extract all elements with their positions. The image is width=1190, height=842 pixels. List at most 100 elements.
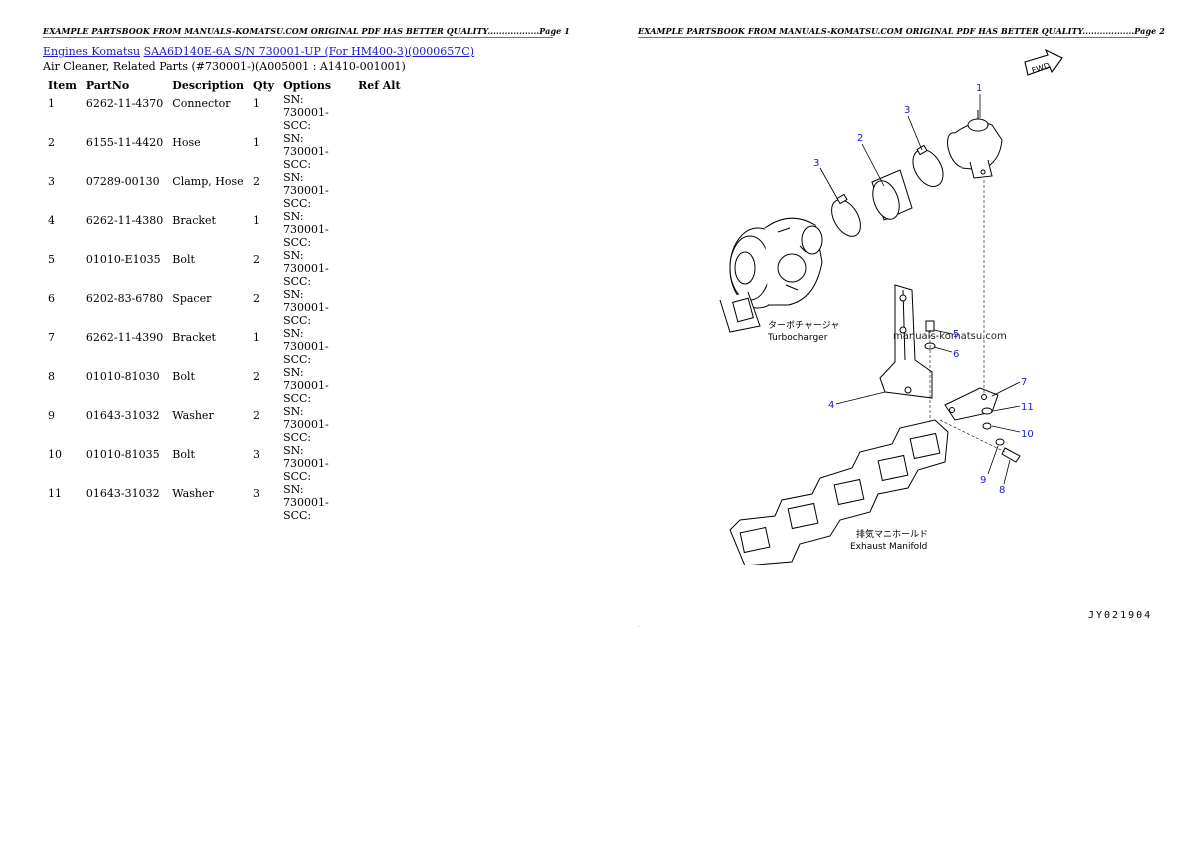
exhaust-manifold-drawing <box>729 419 949 565</box>
cell-qty: 1 <box>253 331 260 344</box>
page1-header: EXAMPLE PARTSBOOK FROM MANUALS-KOMATSU.C… <box>43 26 570 38</box>
cell-options: SN: 730001-SCC: <box>283 132 329 171</box>
cell-refalt <box>353 93 405 132</box>
col-options: Options <box>283 78 332 92</box>
cell-partno: 6262-11-4380 <box>85 214 164 227</box>
cell-item: 3 <box>48 175 55 188</box>
page2-header: EXAMPLE PARTSBOOK FROM MANUALS-KOMATSU.C… <box>638 26 1165 38</box>
cell-refalt <box>353 405 405 444</box>
cell-options: SN: 730001-SCC: <box>283 288 329 327</box>
callout-4: 4 <box>828 400 834 411</box>
cell-partno: 07289-00130 <box>85 175 160 188</box>
exhaust-label-jp: 排気マニホールド <box>856 528 928 540</box>
leader-lines <box>819 94 1021 485</box>
callout-9: 9 <box>980 475 986 486</box>
watermark: manuals-komatsu.com <box>893 331 1007 342</box>
callout-8: 8 <box>999 485 1005 496</box>
callout-5: 5 <box>953 329 959 340</box>
cell-item: 5 <box>48 253 55 266</box>
drawing-code: JY021904 <box>1088 610 1153 621</box>
cell-qty: 1 <box>253 214 260 227</box>
cell-qty: 1 <box>253 136 260 149</box>
cell-partno: 6262-11-4370 <box>85 97 164 110</box>
cell-refalt <box>353 327 405 366</box>
callout-3b: 3 <box>813 158 819 169</box>
page-subtitle: Air Cleaner, Related Parts (#730001-)(A0… <box>43 60 406 73</box>
callout-2: 2 <box>857 133 863 144</box>
clamp-hose-drawing <box>831 144 944 237</box>
cell-refalt <box>353 366 405 405</box>
cell-item: 8 <box>48 370 55 383</box>
table-row: 3 07289-00130 Clamp, Hose 2 SN: 730001-SCC: <box>43 171 405 210</box>
breadcrumb: Engines Komatsu SAA6D140E-6A S/N 730001-… <box>43 45 474 58</box>
cell-description: Connector <box>172 97 231 110</box>
cell-qty: 2 <box>253 253 260 266</box>
cell-description: Clamp, Hose <box>172 175 244 188</box>
cell-item: 1 <box>48 97 55 110</box>
cell-refalt <box>353 171 405 210</box>
cell-partno: 6262-11-4390 <box>85 331 164 344</box>
col-description: Description <box>172 78 244 92</box>
page-dot: . <box>638 622 640 629</box>
parts-table: Item PartNo Description Qty Options Ref … <box>43 77 405 523</box>
cell-refalt <box>353 132 405 171</box>
col-partno: PartNo <box>85 78 130 92</box>
cell-item: 2 <box>48 136 55 149</box>
cell-description: Spacer <box>172 292 212 305</box>
callout-11: 11 <box>1021 402 1034 413</box>
cell-description: Bolt <box>172 448 195 461</box>
cell-options: SN: 730001-SCC: <box>283 444 329 483</box>
cell-options: SN: 730001-SCC: <box>283 405 329 444</box>
fwd-arrow-icon: FWD <box>1024 48 1063 76</box>
cell-qty: 2 <box>253 292 260 305</box>
breadcrumb-link-engines[interactable]: Engines Komatsu <box>43 45 141 58</box>
cell-options: SN: 730001-SCC: <box>283 210 329 249</box>
breadcrumb-link-model[interactable]: SAA6D140E-6A S/N 730001-UP (For HM400-3)… <box>143 45 475 58</box>
cell-options: SN: 730001-SCC: <box>283 483 329 522</box>
callout-6: 6 <box>953 349 959 360</box>
cell-refalt <box>353 210 405 249</box>
table-row: 6 6202-83-6780 Spacer 2 SN: 730001-SCC: <box>43 288 405 327</box>
cell-partno: 01010-81030 <box>85 370 160 383</box>
cell-qty: 3 <box>253 487 260 500</box>
cell-partno: 01643-31032 <box>85 409 160 422</box>
cell-item: 9 <box>48 409 55 422</box>
cell-qty: 2 <box>253 370 260 383</box>
cell-partno: 6202-83-6780 <box>85 292 164 305</box>
cell-qty: 2 <box>253 409 260 422</box>
center-lines <box>929 180 1006 460</box>
cell-partno: 01010-E1035 <box>85 253 161 266</box>
turbocharger-drawing <box>719 217 823 333</box>
cell-options: SN: 730001-SCC: <box>283 366 329 405</box>
cell-description: Bolt <box>172 253 195 266</box>
cell-qty: 2 <box>253 175 260 188</box>
callout-3a: 3 <box>904 105 910 116</box>
cell-description: Hose <box>172 136 201 149</box>
cell-qty: 3 <box>253 448 260 461</box>
cell-description: Bolt <box>172 370 195 383</box>
cell-options: SN: 730001-SCC: <box>283 171 329 210</box>
callout-7: 7 <box>1021 377 1027 388</box>
callout-10: 10 <box>1021 429 1034 440</box>
table-row: 8 01010-81030 Bolt 2 SN: 730001-SCC: <box>43 366 405 405</box>
cell-refalt <box>353 444 405 483</box>
cell-description: Bracket <box>172 214 216 227</box>
turbo-label-jp: ターボチャージャ <box>768 320 839 331</box>
exhaust-label-en: Exhaust Manifold <box>850 542 927 552</box>
table-header-row: Item PartNo Description Qty Options Ref … <box>43 77 405 93</box>
cell-item: 6 <box>48 292 55 305</box>
cell-refalt <box>353 483 405 522</box>
cell-partno: 6155-11-4420 <box>85 136 164 149</box>
cell-description: Bracket <box>172 331 216 344</box>
plate-bracket-drawing <box>944 387 1021 463</box>
col-item: Item <box>48 78 77 92</box>
cell-options: SN: 730001-SCC: <box>283 327 329 366</box>
col-qty: Qty <box>253 78 275 92</box>
connector-drawing <box>947 110 1003 179</box>
turbo-label-en: Turbocharger <box>767 333 828 343</box>
